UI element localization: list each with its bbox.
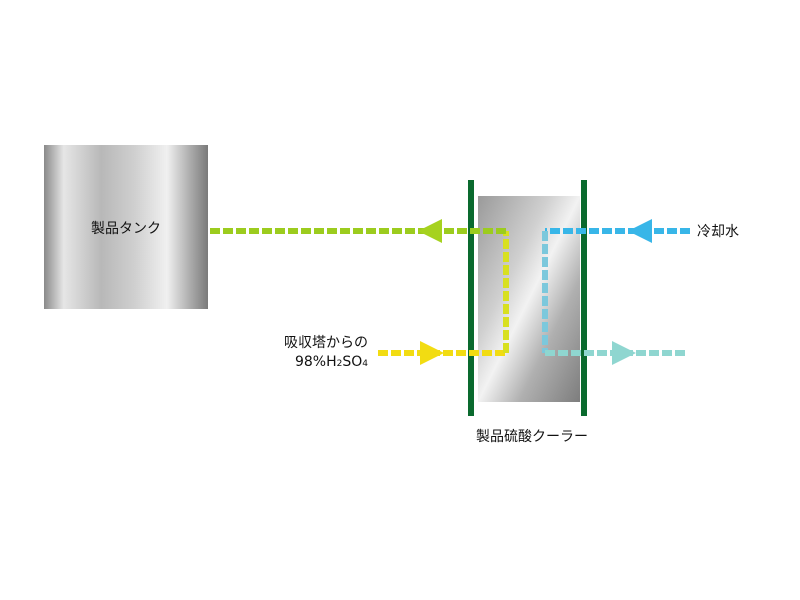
cooling-water-inlet-arrow-icon — [628, 219, 652, 243]
cooling-water-flow-line — [542, 219, 690, 365]
acid-inlet-arrow-icon — [420, 341, 444, 365]
cooling-water-return-arrow-icon — [612, 341, 636, 365]
acid-inlet-label-line2: 98%H2SO4 — [295, 354, 368, 370]
product-acid-cooler: 製品硫酸クーラー — [468, 180, 588, 445]
cooler-right-plate — [581, 180, 587, 416]
cooler-body — [478, 196, 580, 402]
cooler-label: 製品硫酸クーラー — [476, 429, 588, 445]
cooler-left-plate — [468, 180, 474, 416]
acid-inlet-label-line1: 吸収塔からの — [284, 335, 368, 351]
cooling-water-label: 冷却水 — [697, 224, 739, 240]
product-tank: 製品タンク — [44, 145, 208, 309]
acid-flow-line — [208, 219, 509, 365]
product-tank-label: 製品タンク — [91, 221, 161, 237]
acid-inlet-label: 吸収塔からの 98%H2SO4 — [284, 335, 368, 370]
product-tank-body — [44, 145, 208, 309]
acid-outlet-arrow-icon — [418, 219, 442, 243]
